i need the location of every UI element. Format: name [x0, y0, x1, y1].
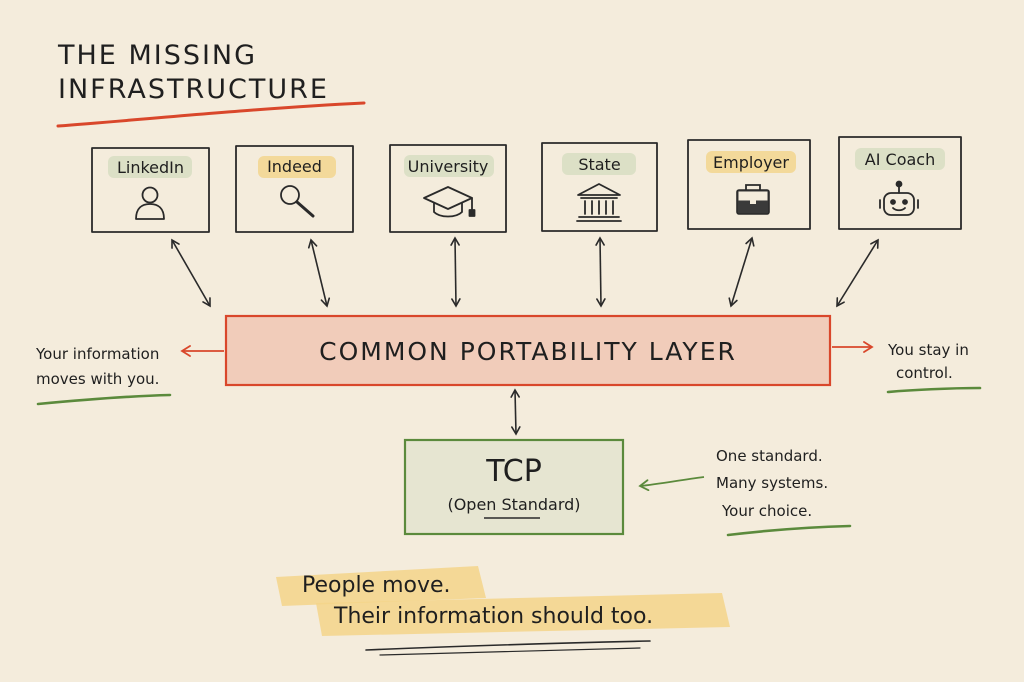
right-note-line-1: You stay in [887, 341, 969, 359]
label-highlight [855, 148, 945, 170]
label-highlight [404, 155, 494, 177]
connector-arrow [728, 236, 755, 308]
portability-layer: COMMON PORTABILITY LAYER [224, 314, 832, 387]
robot-icon [879, 180, 919, 216]
government-building-icon [576, 183, 622, 222]
right-note-underline [886, 386, 982, 394]
connector-arrow [450, 236, 461, 308]
tagline-underline [365, 640, 651, 651]
system-box-frame [91, 147, 210, 233]
system-box-linkedin: LinkedIn [91, 147, 210, 233]
system-box-frame [687, 139, 811, 230]
system-label-employer: Employer [713, 153, 789, 172]
system-box-state: State [541, 142, 658, 232]
system-box-university: University [389, 144, 507, 233]
system-label-linkedin: LinkedIn [117, 158, 184, 177]
standard-note-line-3: Your choice. [721, 502, 812, 520]
standard-note-line-2: Many systems. [716, 474, 828, 492]
connector-arrow [595, 236, 606, 308]
tagline-underline-2 [379, 647, 641, 656]
magnifier-icon [280, 185, 315, 218]
standard-note-arrow [638, 476, 705, 492]
graduation-cap-icon [423, 186, 476, 218]
tagline-line-1: People move. [302, 573, 451, 598]
tagline-highlight-2 [316, 593, 730, 636]
connector-arrow [171, 238, 211, 308]
left-note-line-2: moves with you. [36, 370, 159, 388]
briefcase-icon [736, 184, 770, 215]
right-note: You stay in control. [886, 341, 982, 394]
standard-note-line-1: One standard. [716, 447, 823, 465]
system-label-university: University [408, 157, 489, 176]
system-label-state: State [578, 155, 620, 174]
label-highlight [706, 151, 796, 173]
label-highlight [562, 153, 636, 175]
system-box-frame [838, 136, 962, 230]
system-box-frame [541, 142, 658, 232]
tcp-border [403, 438, 625, 536]
tcp-box: TCP (Open Standard) [403, 438, 625, 536]
connector-arrow [307, 238, 331, 308]
system-label-ai-coach: AI Coach [865, 150, 935, 169]
system-box-indeed: Indeed [235, 145, 354, 233]
system-boxes: LinkedIn Indeed University [91, 136, 962, 233]
connector-arrow [836, 238, 879, 308]
person-icon [135, 186, 165, 220]
tcp-subtitle: (Open Standard) [447, 495, 580, 514]
standard-note: One standard. Many systems. Your choice. [716, 447, 852, 537]
layer-tcp-connector [510, 388, 521, 436]
title-line-2: INFRASTRUCTURE [58, 74, 329, 105]
standard-note-underline [726, 524, 852, 537]
title: THE MISSING INFRASTRUCTURE [56, 40, 366, 128]
left-note-underline [36, 393, 172, 406]
right-note-line-2: control. [896, 364, 953, 382]
system-label-indeed: Indeed [267, 157, 322, 176]
system-box-frame [235, 145, 354, 233]
label-highlight [108, 156, 192, 178]
tagline: People move. Their information should to… [276, 566, 730, 656]
layer-fill [226, 316, 830, 385]
system-box-frame [389, 144, 507, 233]
title-underline [56, 101, 366, 128]
left-note-line-1: Your information [35, 345, 159, 363]
system-connectors [171, 236, 879, 308]
system-box-employer: Employer [687, 139, 811, 230]
left-note: Your information moves with you. [35, 345, 172, 406]
tagline-line-2: Their information should too. [333, 604, 653, 629]
label-highlight [258, 156, 336, 178]
title-line-1: THE MISSING [57, 40, 257, 71]
layer-border [224, 314, 832, 387]
tcp-title: TCP [485, 454, 542, 489]
system-box-ai-coach: AI Coach [838, 136, 962, 230]
layer-label: COMMON PORTABILITY LAYER [319, 337, 737, 366]
tagline-highlight-1 [276, 566, 486, 606]
